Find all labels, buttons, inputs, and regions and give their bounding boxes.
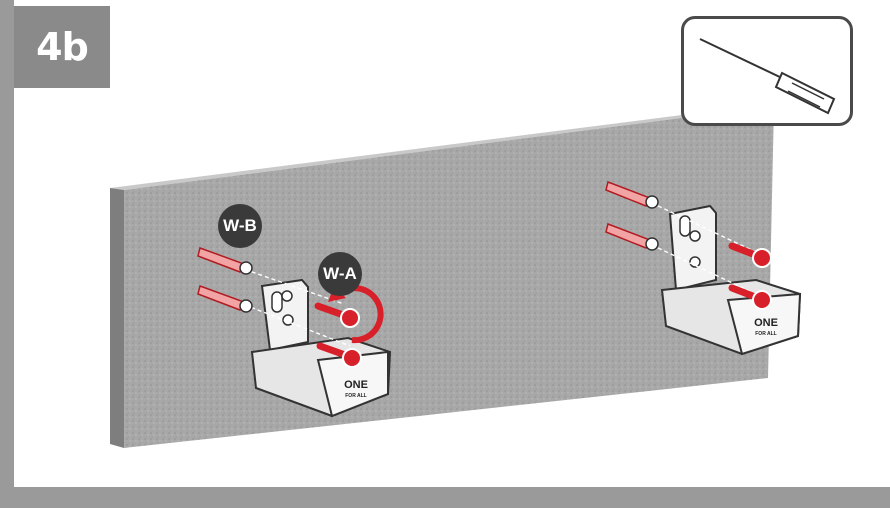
screwdriver-icon bbox=[699, 38, 836, 115]
wall-top-edge bbox=[110, 105, 774, 190]
screws bbox=[314, 242, 772, 368]
tool-box bbox=[681, 16, 853, 126]
brand-logo-left-sub: FOR ALL bbox=[345, 393, 366, 399]
brand-logo-left: ONE bbox=[344, 379, 368, 391]
frame-bottom-edge bbox=[0, 487, 890, 508]
step-badge: 4b bbox=[14, 6, 110, 88]
wall-anchors-right bbox=[605, 180, 659, 251]
wall-anchors-left bbox=[197, 247, 253, 313]
wall-side-edge bbox=[110, 188, 124, 448]
brand-logo-right: ONE bbox=[754, 317, 778, 329]
frame-left-edge bbox=[0, 0, 14, 508]
left-bracket: ONE FOR ALL bbox=[250, 278, 392, 418]
label-wall-anchor: W-B bbox=[218, 204, 262, 248]
label-screw: W-A bbox=[318, 252, 362, 296]
brand-logo-right-sub: FOR ALL bbox=[755, 331, 776, 337]
